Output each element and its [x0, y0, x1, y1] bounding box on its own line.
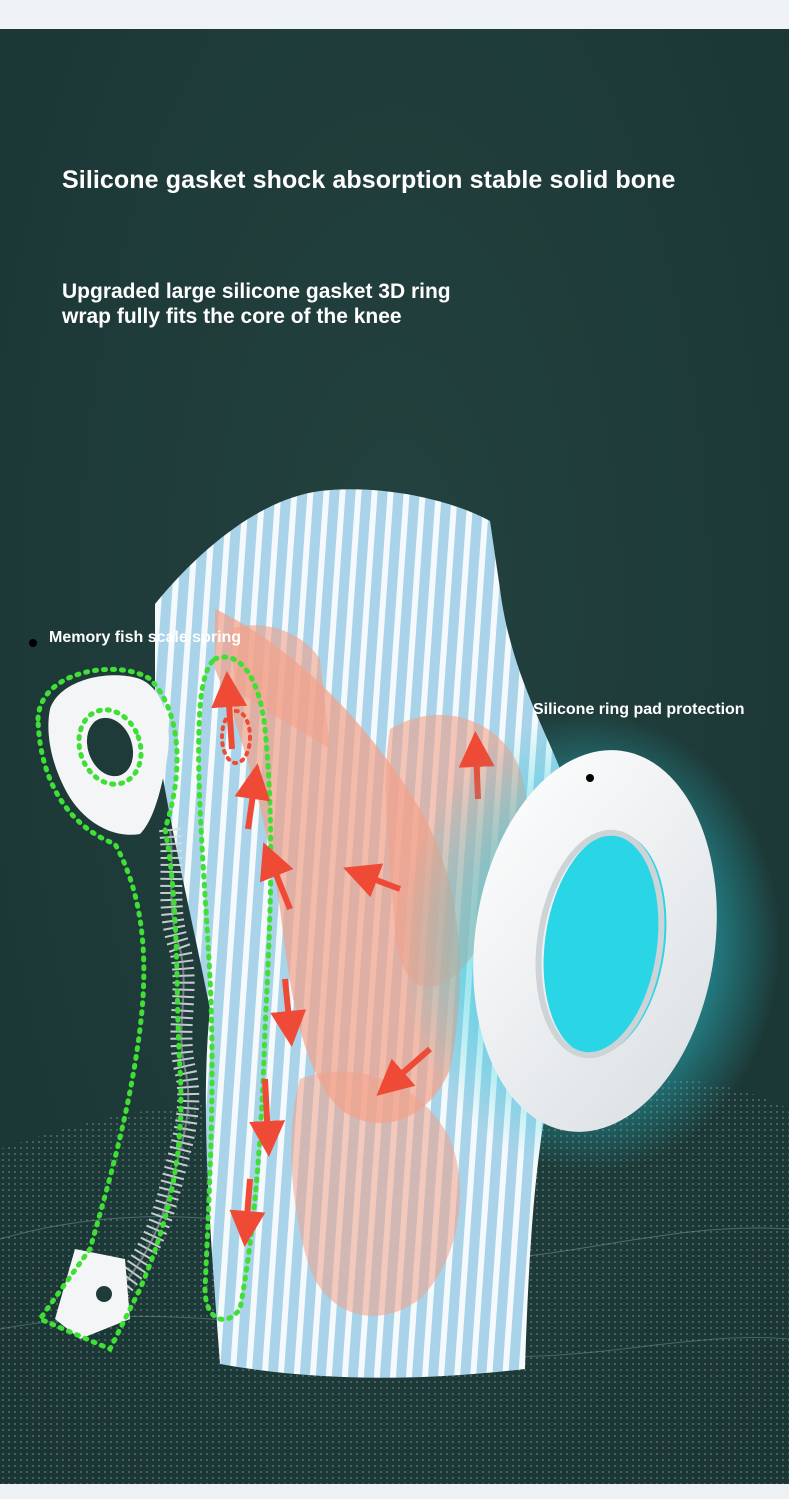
arrow-icon: [249, 1078, 286, 1157]
arrow-icon: [259, 842, 294, 911]
memory-spring: [35, 654, 274, 1353]
arrow-icon: [211, 671, 248, 750]
callout-spring-label: Memory fish scale spring: [49, 629, 242, 646]
arrow-icon: [234, 763, 271, 830]
bullet-dot-icon: [586, 774, 594, 782]
arrow-icon: [343, 863, 402, 898]
arrow-icon: [229, 1178, 266, 1247]
subheadline: Upgraded large silicone gasket 3D ring w…: [62, 279, 451, 329]
page-headline: Silicone gasket shock absorption stable …: [62, 166, 676, 194]
top-margin: [0, 0, 789, 29]
feature-panel: Silicone gasket shock absorption stable …: [0, 29, 789, 1484]
silicone-ring: [400, 713, 780, 1173]
subheadline-line-2: wrap fully fits the core of the knee: [62, 305, 402, 328]
force-arrows: [211, 671, 495, 1247]
arrow-icon: [376, 1046, 432, 1096]
bullet-dot-icon: [29, 639, 37, 647]
subheadline-line-1: Upgraded large silicone gasket 3D ring: [62, 280, 451, 303]
knee-sleeve-illustration: [0, 489, 789, 1484]
callout-ring-label: Silicone ring pad protection: [533, 701, 745, 718]
bottom-margin: [0, 1484, 789, 1499]
arrow-icon: [270, 978, 307, 1047]
